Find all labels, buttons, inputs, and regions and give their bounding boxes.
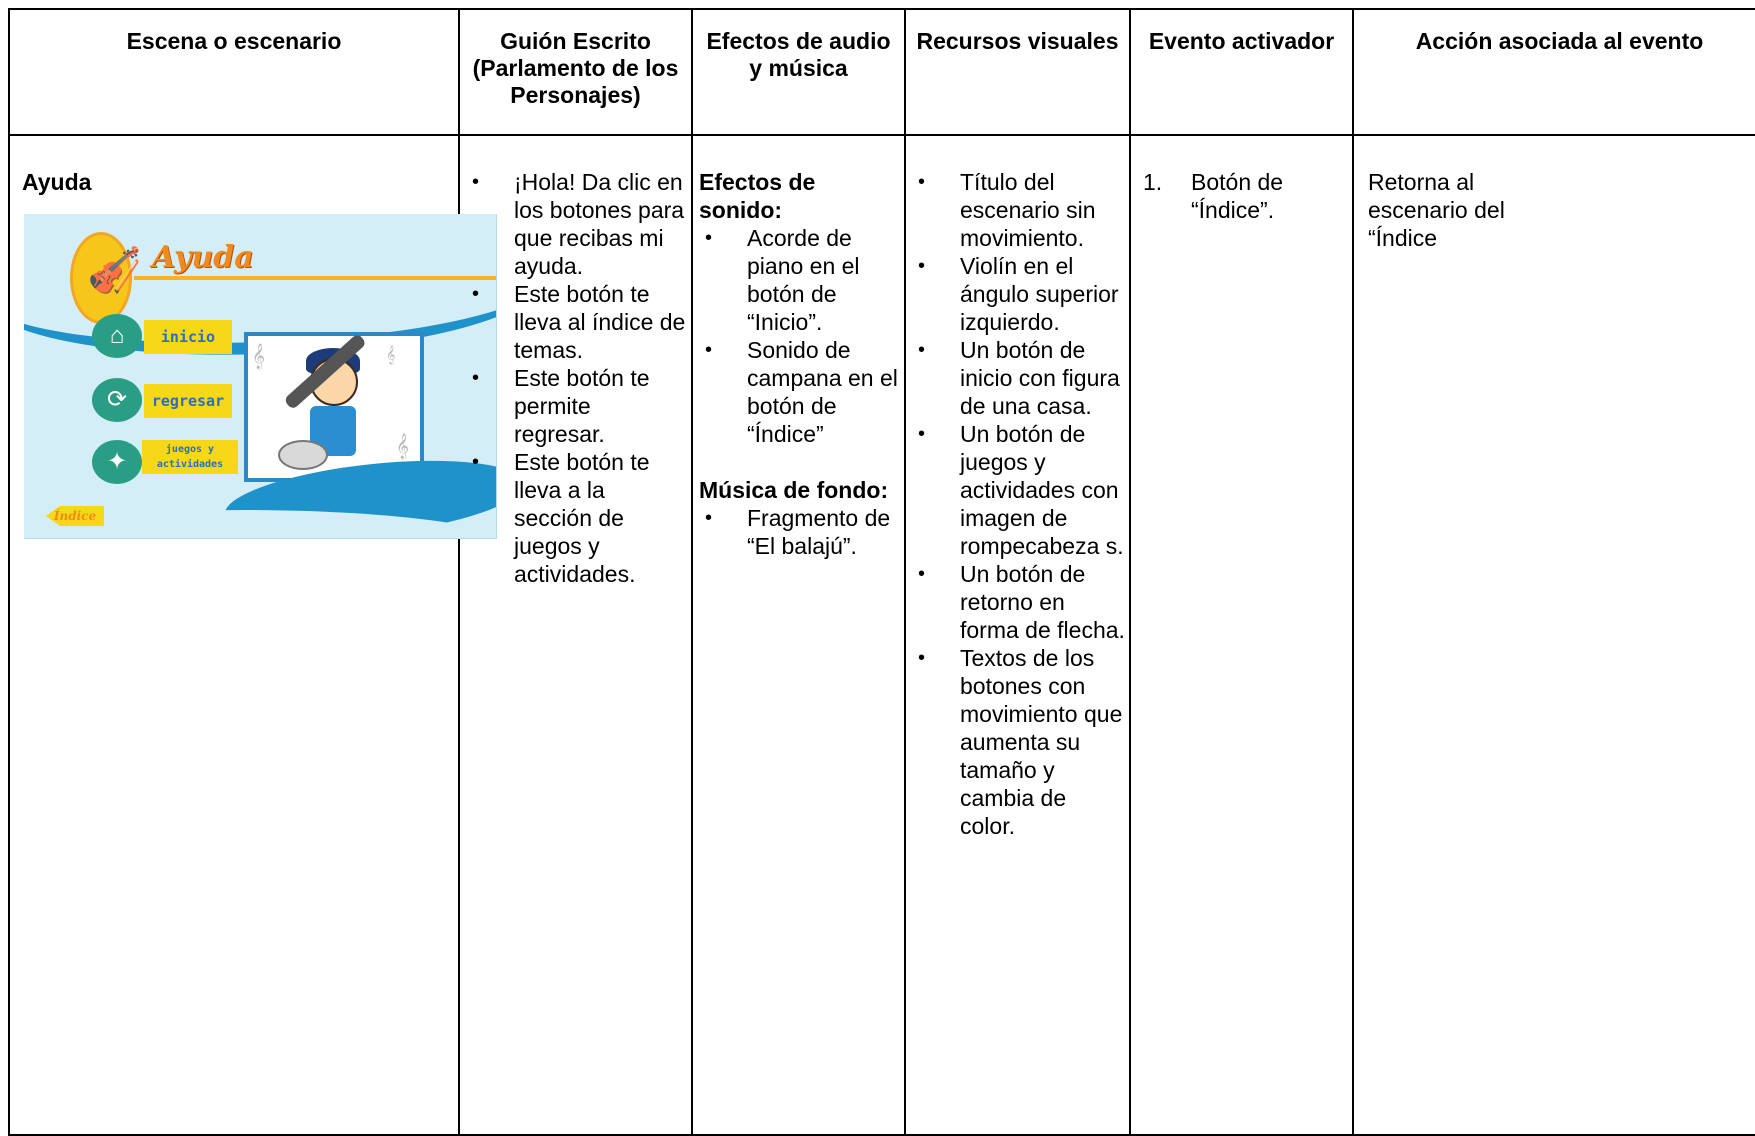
thumb-inicio-button: inicio	[144, 320, 232, 354]
music-heading: Música de fondo:	[699, 477, 889, 503]
table-row: Ayuda 🎻 Ayuda ⌂ inicio ⟳ regresar ✦ jueg…	[8, 134, 1755, 1136]
music-note-icon: 𝄞	[396, 433, 410, 458]
effects-list: Acorde de piano en el botón de “Inicio”.…	[699, 224, 900, 448]
list-item: Acorde de piano en el botón de “Inicio”.	[699, 224, 900, 336]
list-item: Un botón de retorno en forma de flecha.	[912, 560, 1125, 644]
event-number: 1.	[1143, 169, 1163, 195]
list-item: 1. Botón de “Índice”.	[1143, 168, 1342, 224]
visuals-list: Título del escenario sin movimiento. Vio…	[912, 168, 1125, 840]
cell-script: ¡Hola! Da clic en los botones para que r…	[458, 134, 693, 1136]
header-scene: Escena o escenario	[8, 8, 460, 136]
thumb-violin-badge: 🎻	[70, 232, 142, 324]
puzzle-icon: ✦	[92, 440, 142, 484]
scene-name: Ayuda	[22, 169, 92, 195]
thumb-regresar-button: regresar	[144, 384, 232, 418]
cell-scene: Ayuda 🎻 Ayuda ⌂ inicio ⟳ regresar ✦ jueg…	[8, 134, 497, 1136]
violin-icon: 🎻	[87, 246, 142, 295]
event-text: Botón de “Índice”.	[1191, 169, 1284, 223]
music-list: Fragmento de “El balajú”.	[699, 504, 900, 560]
list-item: Este botón te lleva al índice de temas.	[466, 280, 687, 364]
effects-heading: Efectos de sonido:	[699, 169, 816, 223]
thumb-title-underline	[134, 276, 496, 280]
list-item: Violín en el ángulo superior izquierdo.	[912, 252, 1125, 336]
header-event: Evento activador	[1129, 8, 1354, 136]
list-item: Un botón de juegos y actividades con ima…	[912, 420, 1125, 560]
cell-audio: Efectos de sonido: Acorde de piano en el…	[691, 134, 906, 1136]
script-list: ¡Hola! Da clic en los botones para que r…	[466, 168, 687, 588]
thumb-juegos-button: juegos y actividades	[142, 440, 238, 474]
list-item: Sonido de campana en el botón de “Índice…	[699, 336, 900, 448]
action-text: Retorna al escenario del “Índice	[1368, 169, 1505, 251]
header-row: Escena o escenario Guión Escrito (Parlam…	[8, 8, 1755, 136]
house-icon: ⌂	[92, 314, 142, 358]
thumb-character-frame: 𝄞 𝄞 𝄞	[244, 332, 424, 482]
thumb-title: Ayuda	[152, 240, 254, 275]
event-list: 1. Botón de “Índice”.	[1143, 168, 1342, 224]
cell-action: Retorna al escenario del “Índice	[1352, 134, 1755, 1136]
header-visuals: Recursos visuales	[904, 8, 1131, 136]
storyboard-table: Escena o escenario Guión Escrito (Parlam…	[8, 8, 1755, 1136]
music-note-icon: 𝄞	[386, 347, 396, 364]
thumb-indice-button: Índice	[46, 506, 104, 526]
header-script: Guión Escrito (Parlamento de los Persona…	[458, 8, 693, 136]
header-audio: Efectos de audio y música	[691, 8, 906, 136]
cell-visuals: Título del escenario sin movimiento. Vio…	[904, 134, 1131, 1136]
list-item: Un botón de inicio con figura de una cas…	[912, 336, 1125, 420]
music-note-icon: 𝄞	[252, 343, 266, 368]
list-item: Este botón te lleva a la sección de jueg…	[466, 448, 687, 588]
guitar-icon	[278, 440, 328, 470]
list-item: Fragmento de “El balajú”.	[699, 504, 900, 560]
arrow-icon: ⟳	[92, 378, 142, 422]
list-item: Este botón te permite regresar.	[466, 364, 687, 448]
list-item: ¡Hola! Da clic en los botones para que r…	[466, 168, 687, 280]
cell-event: 1. Botón de “Índice”.	[1129, 134, 1354, 1136]
header-action: Acción asociada al evento	[1352, 8, 1755, 136]
list-item: Título del escenario sin movimiento.	[912, 168, 1125, 252]
scene-thumbnail: 🎻 Ayuda ⌂ inicio ⟳ regresar ✦ juegos y a…	[24, 214, 497, 539]
list-item: Textos de los botones con movimiento que…	[912, 644, 1125, 840]
